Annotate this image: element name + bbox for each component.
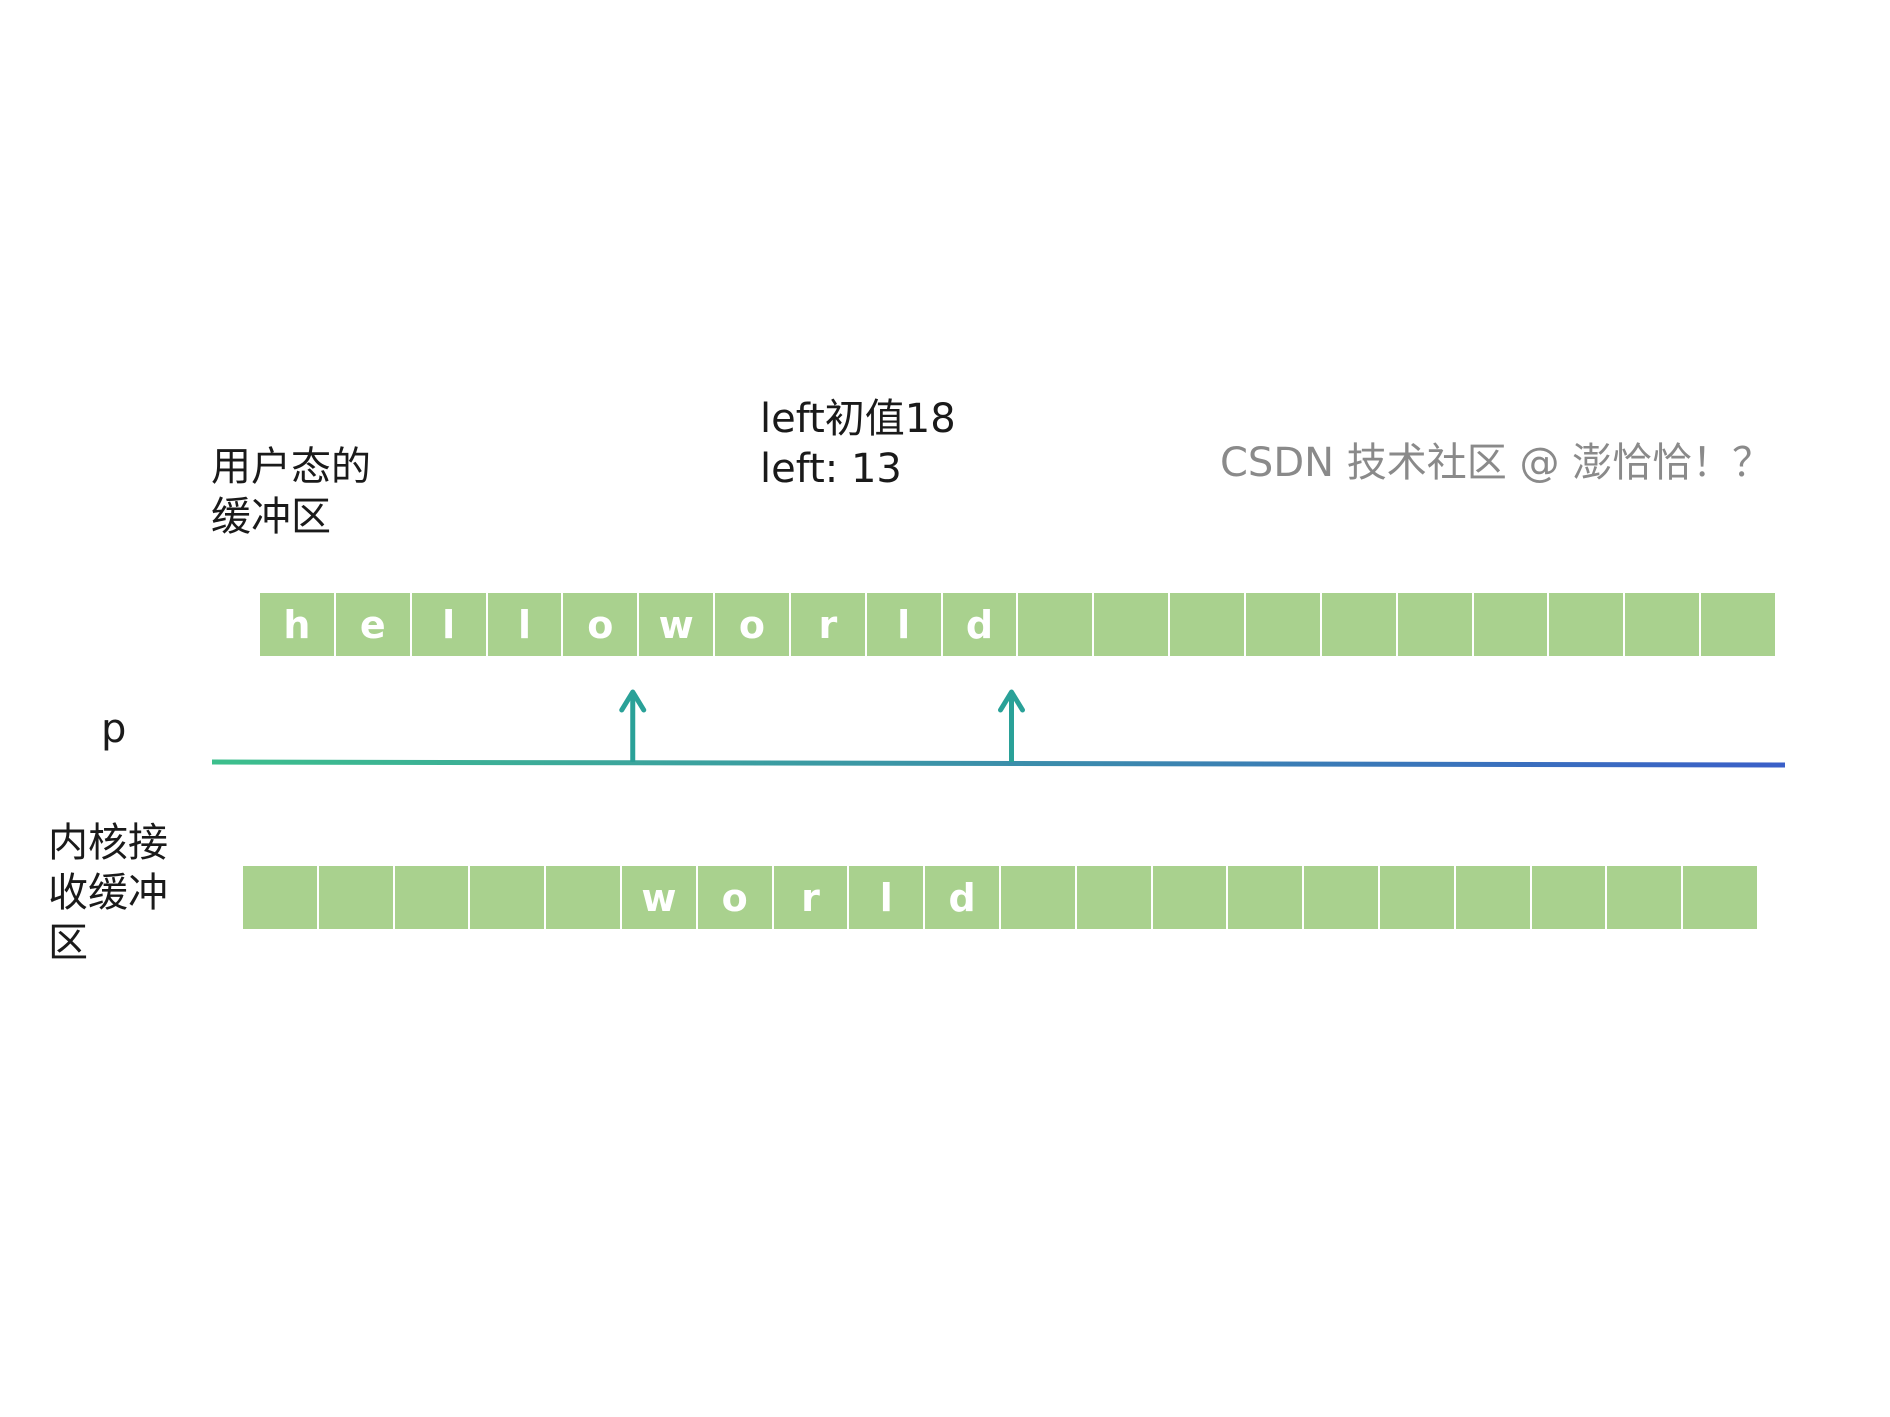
pointer-arrow-icon <box>998 689 1025 713</box>
user-buffer-label: 用户态的 缓冲区 <box>211 442 371 542</box>
kernel-buffer-cell: r <box>773 866 850 929</box>
kernel-buffer-cell: l <box>849 866 926 929</box>
kernel-buffer-label-line2: 收缓冲 <box>48 870 168 916</box>
kernel-buffer-cell: w <box>621 866 698 929</box>
user-buffer-cell <box>1245 593 1322 656</box>
user-buffer-cell: l <box>411 593 488 656</box>
kernel-buffer-cell <box>1228 866 1305 929</box>
kernel-buffer-cell: o <box>697 866 774 929</box>
user-buffer-cell <box>1018 593 1095 656</box>
user-buffer-cell <box>1094 593 1171 656</box>
user-buffer-cell: o <box>563 593 640 656</box>
kernel-buffer-cell <box>318 866 395 929</box>
user-buffer-cell <box>1170 593 1246 656</box>
user-buffer-cell <box>1397 593 1474 656</box>
kernel-buffer-cell <box>1683 866 1757 929</box>
kernel-buffer-cell <box>1076 866 1153 929</box>
user-buffer-cell <box>1473 593 1550 656</box>
left-current-text: left: 13 <box>760 446 902 492</box>
kernel-buffer-cell <box>1152 866 1229 929</box>
user-buffer-cell: o <box>715 593 791 656</box>
pointer-arrow-icon <box>619 689 647 713</box>
kernel-buffer-cell <box>394 866 471 929</box>
user-buffer-label-line2: 缓冲区 <box>211 494 331 540</box>
kernel-buffer-cell <box>1379 866 1456 929</box>
user-buffer-cell: l <box>487 593 564 656</box>
user-buffer-cell: e <box>335 593 412 656</box>
kernel-buffer-cell <box>1304 866 1380 929</box>
user-buffer-cell: l <box>866 593 943 656</box>
kernel-buffer-cell <box>1000 866 1077 929</box>
left-initial-text: left初值18 <box>760 396 956 442</box>
user-buffer-cell: d <box>942 593 1019 656</box>
user-buffer-cell <box>1625 593 1702 656</box>
user-buffer-cell <box>1321 593 1398 656</box>
kernel-buffer-cell <box>243 866 319 929</box>
kernel-buffer-cell <box>1455 866 1532 929</box>
user-buffer-cell: h <box>260 593 336 656</box>
user-buffer-cell <box>1549 593 1626 656</box>
user-buffer-label-line1: 用户态的 <box>211 444 371 490</box>
watermark: CSDN 技术社区 @ 澎恰恰！？ <box>1220 440 1773 486</box>
user-buffer-cell: r <box>790 593 867 656</box>
kernel-buffer-cell <box>470 866 547 929</box>
user-buffer-cell: w <box>639 593 716 656</box>
kernel-buffer-cell <box>1607 866 1684 929</box>
kernel-buffer-cell <box>546 866 622 929</box>
kernel-buffer-label-line1: 内核接 <box>48 820 168 866</box>
kernel-buffer-cell: d <box>925 866 1001 929</box>
kernel-buffer-label: 内核接 收缓冲 区 <box>48 818 168 968</box>
kernel-buffer-cell <box>1531 866 1608 929</box>
left-counter-label: left初值18 left: 13 <box>760 394 956 494</box>
user-buffer-cell <box>1701 593 1775 656</box>
pointer-label: p <box>101 706 127 752</box>
kernel-buffer-label-line3: 区 <box>48 920 88 966</box>
pointer-line <box>211 759 1786 768</box>
